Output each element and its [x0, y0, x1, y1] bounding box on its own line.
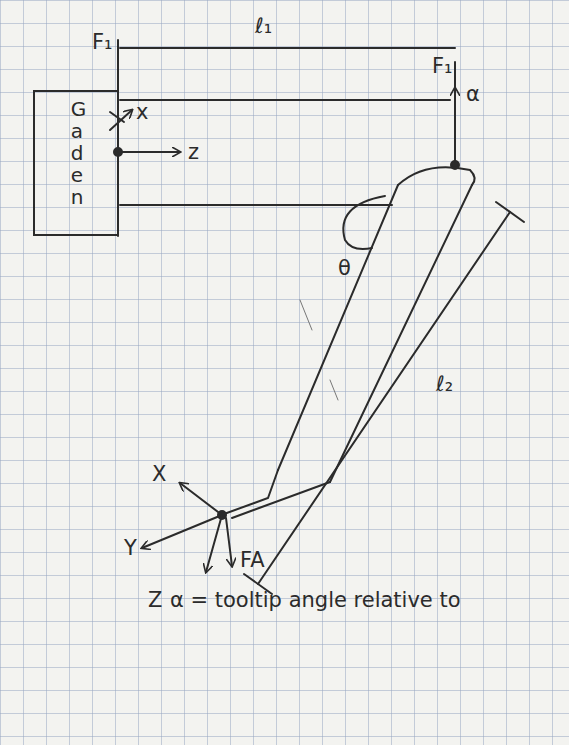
garden-box: Gaden	[33, 90, 119, 236]
note-text: α = tooltip angle relative to	[170, 588, 480, 612]
axis-label: z	[188, 140, 199, 164]
length-label: ℓ₁	[255, 14, 272, 38]
length-label: ℓ₂	[436, 372, 453, 396]
angle-label: θ	[338, 256, 351, 280]
force-label: F₁	[432, 54, 453, 78]
axis-label: Z	[148, 588, 162, 612]
axis-label: x	[136, 100, 148, 124]
axis-label: X	[152, 462, 166, 486]
force-label: F₁	[92, 30, 113, 54]
axis-label: Y	[124, 536, 137, 560]
box-label: Gaden	[71, 98, 84, 208]
force-label: FA	[240, 548, 265, 572]
angle-label: α	[466, 82, 480, 106]
